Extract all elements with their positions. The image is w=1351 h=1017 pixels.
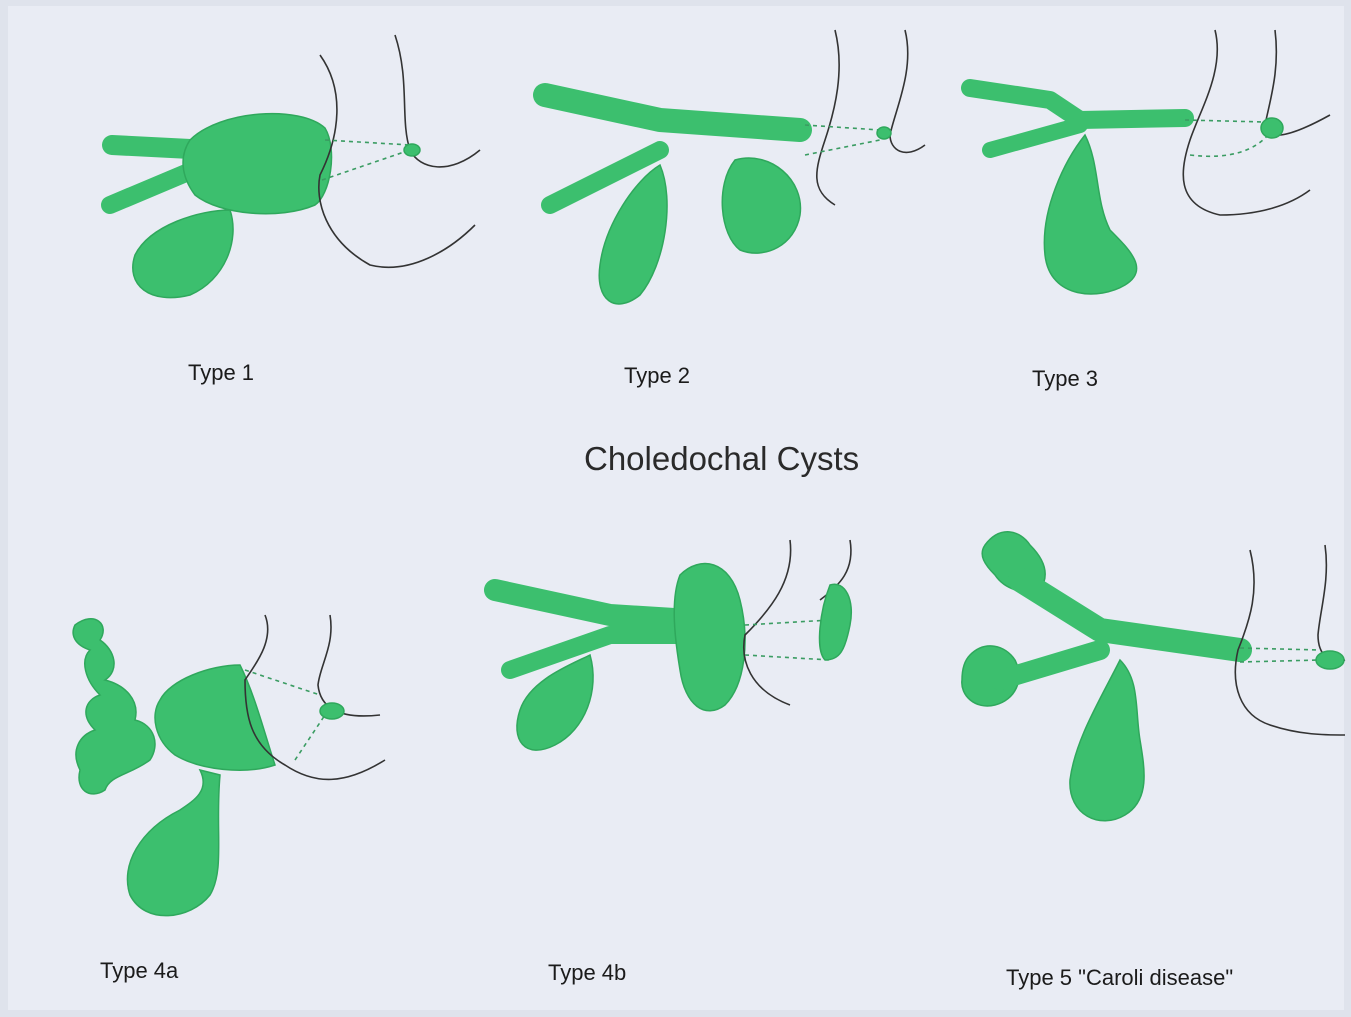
duct-dotted-1 bbox=[245, 670, 320, 695]
duct-dotted-2 bbox=[805, 140, 880, 155]
duct-dotted-2 bbox=[1240, 660, 1320, 662]
gallbladder bbox=[127, 770, 220, 916]
label-type-5: Type 5 "Caroli disease" bbox=[1006, 965, 1233, 991]
duct-dotted-1 bbox=[1240, 648, 1320, 650]
gallbladder bbox=[1070, 660, 1144, 821]
papilla bbox=[1316, 651, 1344, 669]
diagram-type-5 bbox=[962, 532, 1345, 821]
label-type-1: Type 1 bbox=[188, 360, 254, 386]
papilla bbox=[404, 144, 420, 156]
duodenum-wall-outer bbox=[817, 30, 839, 205]
label-type-4a: Type 4a bbox=[100, 958, 178, 984]
common-duct bbox=[545, 95, 800, 130]
duct-dotted-2 bbox=[322, 150, 410, 180]
diagram-type-4b bbox=[495, 540, 851, 750]
duodenum-wall-inner bbox=[318, 615, 380, 716]
duodenum-wall-inner bbox=[1318, 545, 1345, 661]
label-type-2: Type 2 bbox=[624, 363, 690, 389]
papilla bbox=[320, 703, 344, 719]
duct-dotted-2 bbox=[295, 715, 325, 760]
gallbladder bbox=[133, 210, 233, 298]
diagram-type-3 bbox=[970, 30, 1330, 294]
dilated-common-bile-duct bbox=[155, 665, 275, 770]
label-type-4b: Type 4b bbox=[548, 960, 626, 986]
duodenum-wall-outer bbox=[1235, 550, 1345, 735]
hepatic-duct-lower bbox=[510, 635, 700, 670]
diagram-type-1 bbox=[110, 35, 480, 298]
duodenum-wall-outer bbox=[744, 540, 791, 705]
diagram-type-2 bbox=[545, 30, 925, 304]
duodenum-wall-inner bbox=[890, 30, 925, 152]
hepatic-duct-upper bbox=[495, 590, 690, 620]
duct-dotted-1 bbox=[805, 125, 880, 130]
page-title: Choledochal Cysts bbox=[584, 440, 859, 478]
common-duct bbox=[970, 88, 1185, 120]
duct-dotted-1 bbox=[325, 140, 410, 145]
extrahepatic-cyst bbox=[674, 564, 745, 711]
label-type-3: Type 3 bbox=[1032, 366, 1098, 392]
hepatic-duct-lower bbox=[990, 125, 1080, 150]
gallbladder bbox=[1044, 135, 1136, 294]
duodenum-wall-outer bbox=[1183, 30, 1310, 215]
duodenum-wall-outer bbox=[319, 55, 475, 267]
diagram-type-4a bbox=[73, 615, 385, 916]
common-duct bbox=[1020, 580, 1240, 650]
gallbladder bbox=[599, 165, 667, 304]
distal-cyst bbox=[820, 584, 852, 660]
dilated-common-bile-duct bbox=[183, 114, 332, 214]
intrahepatic-cysts bbox=[73, 619, 155, 794]
papilla bbox=[877, 127, 891, 139]
diverticulum-cyst bbox=[722, 158, 800, 253]
duct-dotted-2 bbox=[745, 655, 830, 660]
duct-dotted-2 bbox=[1190, 135, 1268, 156]
choledochocele bbox=[1261, 118, 1283, 138]
